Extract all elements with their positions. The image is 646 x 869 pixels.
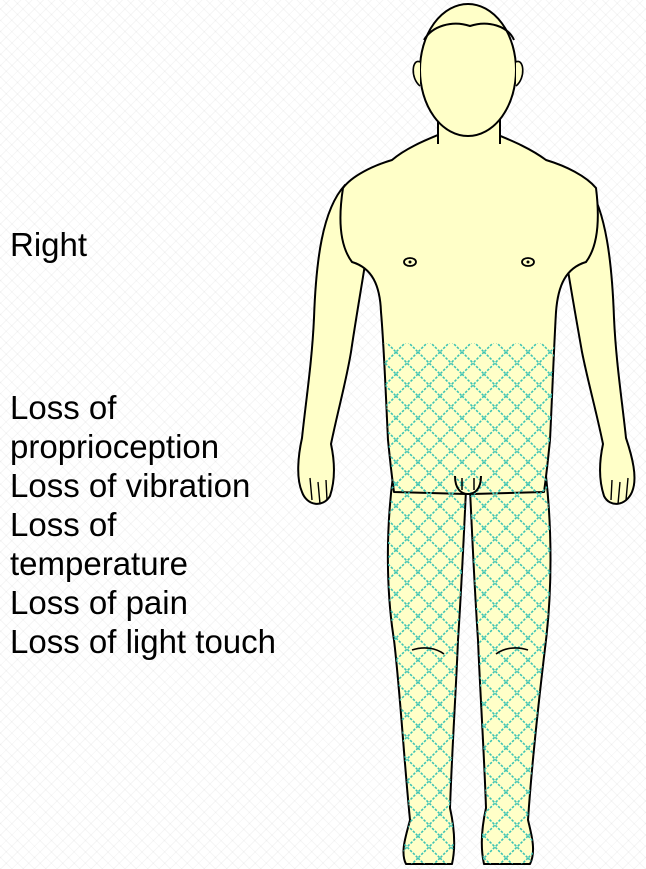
ear-left — [516, 61, 523, 86]
deficit-line: Loss of — [10, 505, 276, 544]
sensory-deficit-list: Loss of proprioception Loss of vibration… — [10, 388, 276, 661]
deficit-line: Loss of vibration — [10, 466, 276, 505]
deficit-line: temperature — [10, 544, 276, 583]
ear-right — [413, 61, 420, 86]
deficit-line: Loss of — [10, 388, 276, 427]
deficit-line: Loss of light touch — [10, 622, 276, 661]
head — [420, 4, 516, 136]
deficit-line: proprioception — [10, 427, 276, 466]
deficit-line: Loss of pain — [10, 583, 276, 622]
